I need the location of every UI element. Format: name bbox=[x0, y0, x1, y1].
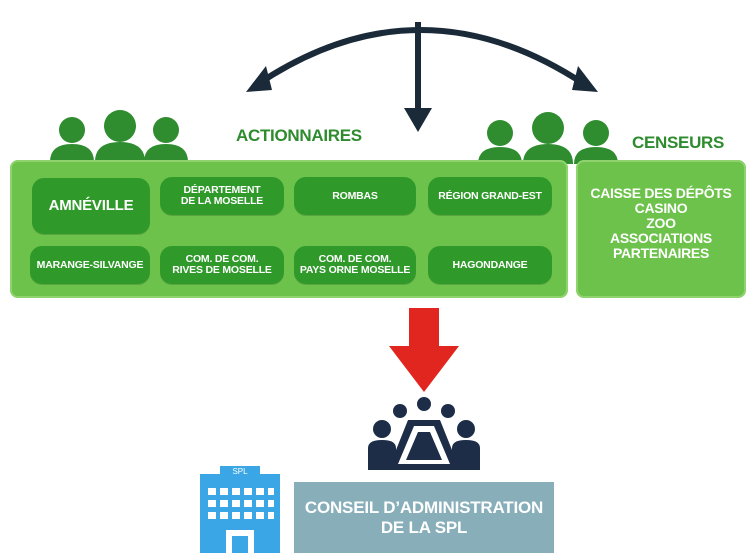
people-group-icon bbox=[478, 112, 618, 164]
actionnaire-com-pays-orne-moselle: COM. de COM. PAYS ORNE MOSELLE bbox=[294, 246, 416, 284]
people-group-icon bbox=[50, 110, 188, 162]
censeurs-list: CAISSE DES DÉPÔTS CASINO ZOO ASSOCIATION… bbox=[576, 186, 746, 261]
actionnaire-marange-silvange: MARANGE-SILVANGE bbox=[30, 246, 150, 284]
actionnaire-amneville: AMNÉVILLE bbox=[32, 178, 150, 234]
actionnaire-region-grand-est: RÉGION GRAND-EST bbox=[428, 177, 552, 215]
conseil-administration-box: CONSEIL D’ADMINISTRATION DE LA SPL bbox=[294, 482, 554, 553]
actionnaires-heading: ACTIONNAIRES bbox=[236, 126, 362, 145]
censeur-item: CAISSE DES DÉPÔTS bbox=[590, 185, 732, 201]
down-arrow-icon bbox=[389, 308, 459, 392]
actionnaire-rombas: ROMBAS bbox=[294, 177, 416, 215]
conseil-line-1: CONSEIL D’ADMINISTRATION bbox=[304, 497, 544, 517]
actionnaire-com-rives-de-moselle: COM. de COM. RIVES DE MOSELLE bbox=[160, 246, 284, 284]
censeur-item: ASSOCIATIONS bbox=[610, 230, 712, 246]
meeting-table-icon bbox=[368, 397, 480, 470]
censeur-item: CASINO bbox=[634, 200, 688, 216]
building-icon: SPL bbox=[200, 466, 280, 553]
censeurs-heading: CENSEURS bbox=[632, 133, 725, 152]
actionnaire-hagondange: HAGONDANGE bbox=[428, 246, 552, 284]
censeur-item: PARTENAIRES bbox=[612, 245, 709, 261]
double-curved-arrow-icon bbox=[246, 22, 598, 132]
censeur-item: ZOO bbox=[646, 215, 676, 231]
actionnaire-departement-moselle: DÉPARTEMENT DE LA MOSELLE bbox=[160, 177, 284, 215]
building-label: SPL bbox=[232, 467, 248, 476]
censeurs-panel bbox=[576, 160, 746, 298]
conseil-line-2: DE LA SPL bbox=[380, 517, 468, 537]
